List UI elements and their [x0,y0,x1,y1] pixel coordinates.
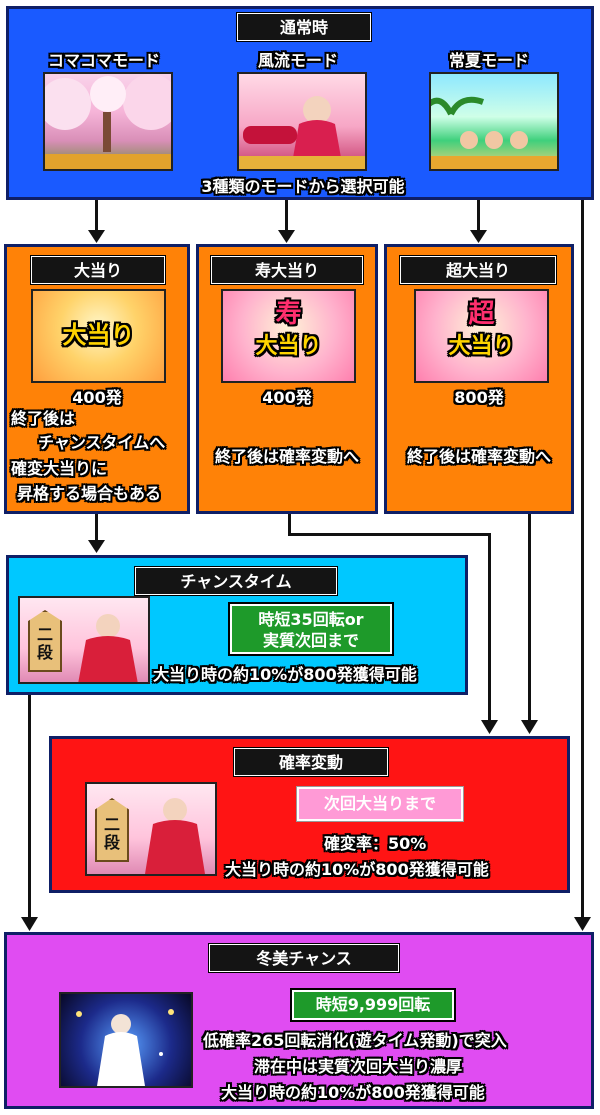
arrow-down-icon [21,917,38,931]
chance-image: 二段 [18,596,150,684]
arrow-down-icon [521,720,538,734]
hit-balls-chou: 800発 [454,388,504,407]
shogi-piece-text: 二段 [36,625,53,662]
shogi-piece: 二段 [28,610,62,672]
logo-text: 大当り [62,321,135,349]
hit-panel-kotobuki: 寿大当り 寿 大当り 400発 終了後は確率変動へ [196,244,378,514]
chance-header: チャンスタイム [135,567,337,595]
normal-header: 通常時 [237,13,371,41]
chance-condition-line: 実質次回まで [262,631,359,650]
hit-desc-line: 昇格する場合もある [17,484,162,503]
hit-header-kotobuki: 寿大当り [211,256,363,284]
fuyumi-image [59,992,193,1088]
fuyumi-header: 冬美チャンス [209,944,399,972]
arrow-down-icon [574,917,591,931]
kakuhen-panel: 確率変動 二段 次回大当りまで 確変率：50% 大当り時の約10%が800発獲得… [49,736,570,893]
connector [95,198,98,232]
fuyumi-line: 大当り時の約10%が800発獲得可能 [221,1083,485,1102]
hit-header-chou: 超大当り [400,256,556,284]
connector [581,198,584,918]
arrow-down-icon [481,720,498,734]
fuyumi-line: 低確率265回転消化(遊タイム発動)で突入 [203,1031,507,1050]
hit-header-daiatari: 大当り [31,256,165,284]
kakuhen-image: 二段 [85,782,217,876]
shogi-piece: 二段 [95,798,129,862]
connector [288,533,491,536]
cherry-blossom-icon [45,74,171,169]
connector [28,693,31,918]
mode-label-furyu: 風流モード [257,51,338,70]
performer-icon [239,96,365,169]
hit-desc-line: 終了後は確率変動へ [406,447,551,466]
kakuhen-condition-box: 次回大当りまで [297,787,463,821]
connector [528,512,531,721]
logo-top-text: 寿 [275,299,302,329]
shogi-piece-text: 二段 [103,815,120,852]
singer-icon [76,1009,174,1086]
connector [477,198,480,232]
logo-text: 大当り [255,334,322,359]
hit-panel-chou: 超大当り 超 大当り 800発 終了後は確率変動へ [384,244,574,514]
performer-icon [78,614,138,682]
chance-condition-line: 時短35回転or [258,610,364,629]
connector [488,533,491,721]
logo-text: 大当り [448,334,515,359]
mode-image-komakoma [43,72,173,171]
chance-panel: チャンスタイム 二段 時短35回転or 実質次回まで 大当り時の約10%が800… [6,555,468,695]
kakuhen-text: 大当り時の約10%が800発獲得可能 [225,860,489,879]
palm-tree-icon [431,96,557,169]
chance-condition-box: 時短35回転or 実質次回まで [230,604,392,654]
connector [288,512,291,536]
hit-balls-kotobuki: 400発 [262,388,312,407]
hit-desc-line: 確変大当りに [11,459,108,478]
fuyumi-line: 滞在中は実質次回大当り濃厚 [254,1057,463,1076]
fuyumi-condition-box: 時短9,999回転 [292,990,454,1020]
hit-panel-daiatari: 大当り 大当り 400発 終了後は チャンスタイムへ 確変大当りに 昇格する場合… [4,244,190,514]
fuyumi-panel: 冬美チャンス 時短9,999回転 低確率265回転消化(遊タイム発動)で突入 滞… [4,932,594,1109]
chou-logo-image: 超 大当り [414,289,549,383]
hit-desc-line: 終了後は [11,409,76,428]
normal-caption: 3種類のモードから選択可能 [201,177,405,196]
kotobuki-logo-image: 寿 大当り [221,289,356,383]
connector [285,198,288,232]
chance-text: 大当り時の約10%が800発獲得可能 [153,665,417,684]
mode-label-tokonatsu: 常夏モード [448,51,529,70]
mode-image-tokonatsu [429,72,559,171]
connector [95,512,98,542]
kakuhen-rate: 確変率：50% [324,834,427,853]
performer-icon [145,798,205,874]
normal-panel: 通常時 コマコマモード 風流モード 常夏モード 3種類のモードから選択可能 [6,6,594,200]
daiatari-logo-image: 大当り [31,289,166,383]
mode-image-furyu [237,72,367,171]
hit-balls-daiatari: 400発 [72,388,122,407]
logo-top-text: 超 [468,299,495,329]
kakuhen-header: 確率変動 [234,748,388,776]
mode-label-komakoma: コマコマモード [47,51,160,70]
hit-desc-line: チャンスタイムへ [38,433,166,452]
hit-desc-line: 終了後は確率変動へ [214,447,359,466]
